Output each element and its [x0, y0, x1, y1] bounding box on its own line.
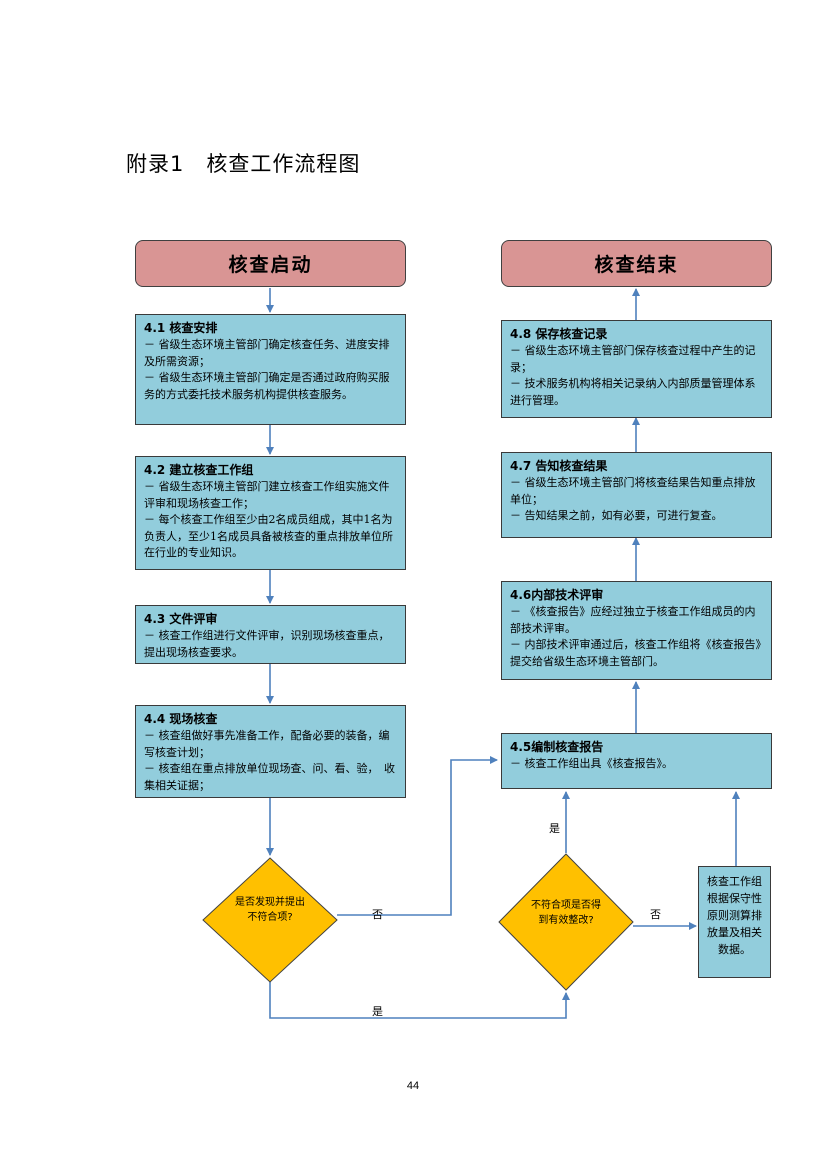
start-node: 核查启动 [135, 240, 406, 287]
step-4-4-line-1: － 核查组做好事先准备工作，配备必要的装备，编写核查计划； [144, 729, 390, 759]
step-4-8-title: 4.8 保存核查记录 [510, 327, 608, 341]
decision-1-diamond [202, 857, 338, 983]
step-4-3-box: 4.3 文件评审 － 核查工作组进行文件评审，识别现场核查重点，提出现场核查要求… [135, 605, 406, 664]
decision-1-no-label: 否 [372, 908, 383, 921]
start-label: 核查启动 [228, 254, 313, 276]
page-number: 44 [406, 1080, 420, 1092]
step-4-6-line-1: － 《核查报告》应经过独立于核查工作组成员的内部技术评审。 [510, 605, 756, 635]
decision-2-diamond [498, 853, 634, 991]
step-4-5-line-1: － 核查工作组出具《核查报告》。 [510, 757, 673, 770]
step-4-3-title: 4.3 文件评审 [144, 612, 218, 626]
step-4-6-title: 4.6内部技术评审 [510, 588, 604, 602]
step-4-3-line-1: － 核查工作组进行文件评审，识别现场核查重点，提出现场核查要求。 [144, 629, 390, 659]
step-4-7-line-2: － 告知结果之前，如有必要，可进行复查。 [510, 509, 723, 522]
step-4-4-box: 4.4 现场核查 － 核查组做好事先准备工作，配备必要的装备，编写核查计划； －… [135, 705, 406, 798]
step-4-7-title: 4.7 告知核查结果 [510, 459, 608, 473]
page-title: 附录1 核查工作流程图 [126, 148, 360, 178]
step-4-1-line-1: － 省级生态环境主管部门确定核查任务、进度安排及所需资源； [144, 338, 390, 368]
end-label: 核查结束 [594, 254, 679, 276]
step-4-1-title: 4.1 核查安排 [144, 321, 218, 335]
step-4-2-line-1: － 省级生态环境主管部门建立核查工作组实施文件评审和现场核查工作； [144, 480, 390, 510]
decision-2-text: 不符合项是否得到有效整改? [531, 900, 601, 926]
step-4-4-line-2: － 核查组在重点排放单位现场查、问、看、验， 收集相关证据； [144, 762, 395, 792]
arrow-decision-1-no-to-4-5 [337, 756, 498, 916]
conservative-estimate-box: 核查工作组根据保守性原则测算排放量及相关数据。 [698, 866, 771, 978]
arrow-decision-1-yes-to-decision-2 [269, 982, 570, 1019]
step-4-2-line-2: － 每个核查工作组至少由2名成员组成，其中1名为负责人，至少1名成员具备被核查的… [144, 513, 393, 559]
conservative-estimate-text: 核查工作组根据保守性原则测算排放量及相关数据。 [707, 875, 762, 956]
step-4-7-box: 4.7 告知核查结果 － 省级生态环境主管部门将核查结果告知重点排放单位； － … [501, 452, 772, 538]
step-4-6-line-2: － 内部技术评审通过后，核查工作组将《核查报告》提交给省级生态环境主管部门。 [510, 638, 761, 668]
step-4-5-box: 4.5编制核查报告 － 核查工作组出具《核查报告》。 [501, 733, 772, 789]
step-4-5-title: 4.5编制核查报告 [510, 740, 604, 754]
appendix-title: 核查工作流程图 [206, 152, 361, 176]
step-4-8-box: 4.8 保存核查记录 － 省级生态环境主管部门保存核查过程中产生的记录； － 技… [501, 320, 772, 418]
step-4-8-line-2: － 技术服务机构将相关记录纳入内部质量管理体系进行管理。 [510, 377, 756, 407]
decision-2-no-label: 否 [650, 908, 661, 921]
step-4-1-box: 4.1 核查安排 － 省级生态环境主管部门确定核查任务、进度安排及所需资源； －… [135, 314, 406, 425]
step-4-2-title: 4.2 建立核查工作组 [144, 463, 254, 477]
decision-1-text: 是否发现并提出不符合项? [235, 897, 305, 923]
step-4-1-line-2: － 省级生态环境主管部门确定是否通过政府购买服务的方式委托技术服务机构提供核查服… [144, 371, 390, 401]
step-4-2-box: 4.2 建立核查工作组 － 省级生态环境主管部门建立核查工作组实施文件评审和现场… [135, 456, 406, 570]
step-4-4-title: 4.4 现场核查 [144, 712, 218, 726]
step-4-6-box: 4.6内部技术评审 － 《核查报告》应经过独立于核查工作组成员的内部技术评审。 … [501, 581, 772, 680]
step-4-7-line-1: － 省级生态环境主管部门将核查结果告知重点排放单位； [510, 476, 756, 506]
decision-2-yes-label: 是 [549, 822, 560, 835]
step-4-8-line-1: － 省级生态环境主管部门保存核查过程中产生的记录； [510, 344, 756, 374]
end-node: 核查结束 [501, 240, 772, 287]
decision-1-yes-label: 是 [372, 1005, 383, 1018]
appendix-number: 附录1 [126, 152, 185, 176]
